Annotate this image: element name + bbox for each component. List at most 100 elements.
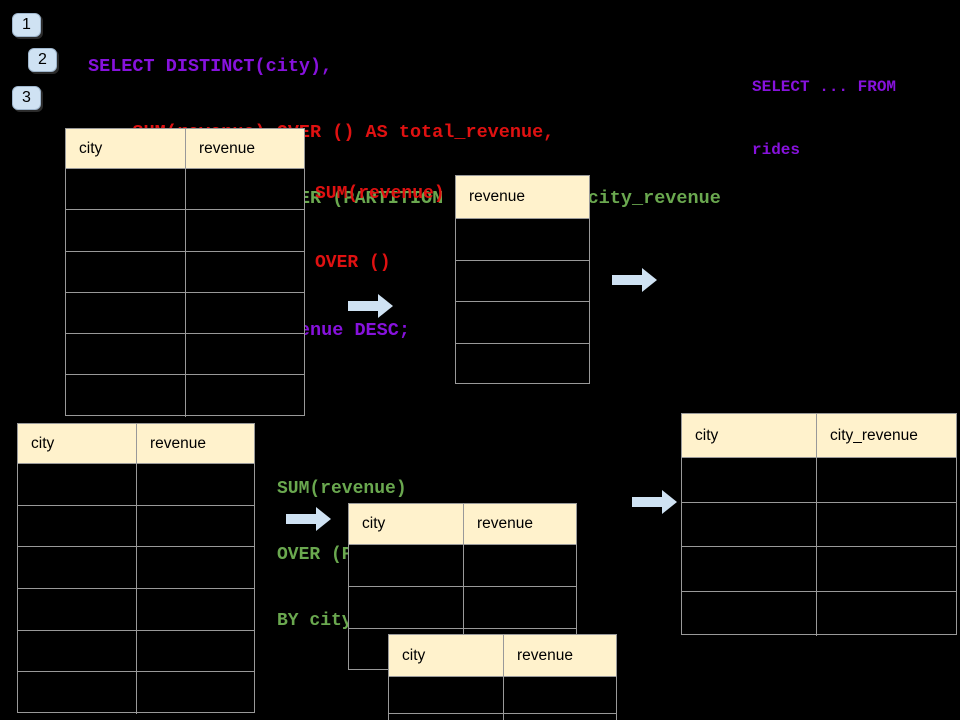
step-badge-2: 2 — [28, 48, 57, 72]
code-line-select: SELECT DISTINCT(city), — [88, 56, 333, 77]
table-cell — [504, 714, 618, 720]
column-header: revenue — [199, 139, 256, 157]
step-badge-label: 2 — [38, 51, 47, 68]
table-cell — [137, 547, 256, 588]
column-header: city — [349, 504, 464, 544]
table-cell — [18, 630, 137, 672]
step-badge-label: 3 — [22, 89, 31, 106]
table-cell — [186, 252, 306, 292]
table-row — [66, 375, 304, 417]
table-cell — [456, 219, 589, 260]
table-cell — [137, 589, 256, 630]
source-rides-table: city revenue — [65, 128, 306, 417]
table-row — [18, 672, 254, 714]
total-revenue-table: revenue — [455, 175, 590, 384]
step-badge-3: 3 — [12, 86, 41, 110]
table-row — [456, 344, 589, 386]
table-cell — [817, 547, 958, 591]
table-cell — [186, 210, 306, 250]
right-arrow-icon — [286, 507, 331, 531]
table-cell — [464, 545, 578, 586]
table-cell — [18, 588, 137, 630]
table-cell — [137, 506, 256, 547]
table-row — [682, 591, 958, 637]
total-revenue-label: SUM(revenue) OVER () — [315, 137, 445, 321]
column-header: revenue — [469, 188, 526, 205]
table-cell — [349, 587, 464, 628]
table-cell — [66, 251, 186, 292]
column-header: city — [18, 424, 137, 463]
column-header: city_revenue — [830, 426, 918, 444]
table-row — [389, 714, 616, 720]
table-row — [349, 545, 576, 587]
table-row — [349, 587, 576, 629]
table-cell — [682, 502, 817, 546]
table-cell — [456, 344, 589, 386]
table-cell — [18, 505, 137, 547]
table-cell — [504, 677, 618, 713]
note-line: rides — [752, 141, 801, 159]
label-line: OVER () — [315, 253, 391, 273]
label-line: SUM(revenue) — [315, 184, 445, 204]
table-cell — [456, 261, 589, 302]
arrow-head — [642, 268, 657, 292]
table-cell — [389, 677, 504, 713]
table-cell — [389, 714, 504, 720]
table-cell — [66, 375, 186, 417]
table-cell — [18, 672, 137, 714]
table-header-row: city revenue — [66, 129, 304, 169]
table-row — [66, 169, 304, 211]
table-cell — [66, 210, 186, 251]
table-cell — [186, 293, 306, 333]
table-row — [66, 334, 306, 376]
table-cell — [66, 292, 186, 334]
table-cell — [817, 503, 958, 547]
table-row — [18, 588, 256, 631]
arrow-tail — [348, 301, 379, 311]
arrow-head — [316, 507, 331, 531]
table-cell — [682, 547, 817, 591]
table-cell — [18, 464, 137, 505]
table-row — [682, 547, 956, 592]
table-row — [18, 630, 256, 673]
label-line: SUM(revenue) — [277, 479, 407, 499]
table-cell — [137, 631, 256, 672]
column-header: city — [66, 129, 186, 168]
table-row — [456, 261, 589, 302]
arrow-head — [662, 490, 677, 514]
select-from-rides-note: SELECT ... FROM rides — [752, 35, 896, 203]
table-cell — [682, 458, 817, 502]
column-header: city — [389, 635, 504, 676]
table-row — [456, 302, 589, 344]
right-arrow-icon — [612, 268, 657, 292]
table-header-row: revenue — [456, 176, 589, 219]
table-cell — [349, 545, 464, 586]
table-row — [18, 547, 254, 589]
table-cell — [137, 672, 256, 714]
arrow-tail — [612, 275, 643, 285]
table-cell — [18, 547, 137, 588]
table-cell — [66, 169, 186, 210]
table-header-row: city revenue — [349, 504, 576, 545]
table-row — [18, 505, 256, 548]
column-header: revenue — [477, 515, 534, 532]
step-badge-label: 1 — [22, 16, 31, 33]
table-row — [66, 210, 306, 252]
table-cell — [186, 334, 306, 374]
note-line: SELECT ... FROM — [752, 78, 897, 96]
table-row — [682, 458, 956, 503]
table-row — [456, 219, 589, 261]
table-cell — [137, 464, 256, 505]
table-row — [66, 292, 306, 335]
right-arrow-icon — [632, 490, 677, 514]
table-cell — [817, 592, 958, 637]
table-cell — [456, 302, 589, 343]
table-row — [66, 251, 306, 293]
step-badge-1: 1 — [12, 13, 41, 37]
